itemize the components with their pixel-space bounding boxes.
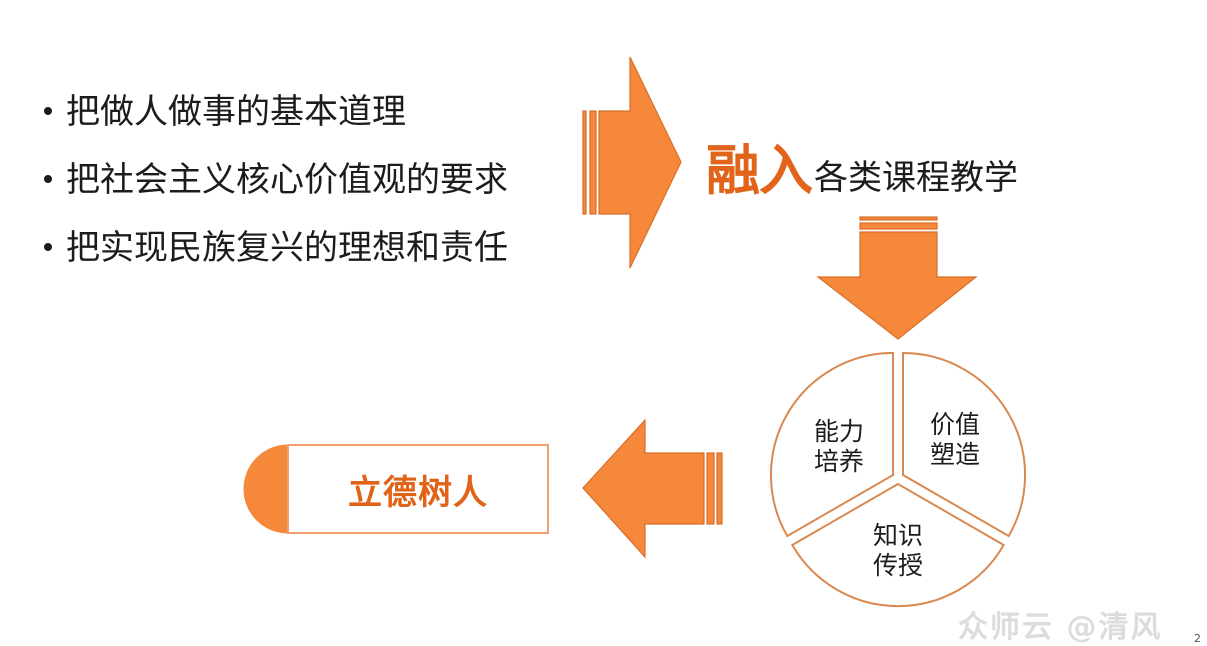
headline: 融入各类课程教学 — [706, 126, 1018, 205]
bullet-list: 把做人做事的基本道理 把社会主义核心价值观的要求 把实现民族复兴的理想和责任 — [44, 86, 508, 290]
goal-box-shape — [243, 444, 549, 534]
right-arrow-icon — [582, 56, 682, 269]
bullet-text: 把做人做事的基本道理 — [66, 92, 406, 132]
bullet-item: 把实现民族复兴的理想和责任 — [44, 222, 508, 290]
bullet-item: 把做人做事的基本道理 — [44, 86, 508, 154]
bullet-dot-icon — [44, 106, 52, 115]
pie-sector-knowledge — [790, 482, 1006, 608]
goal-label: 立德树人 — [348, 472, 488, 513]
pie-label-line: 知识 — [872, 521, 923, 550]
pie-label-line: 价值 — [929, 410, 980, 439]
pie-chart — [769, 351, 1027, 608]
bullet-text: 把社会主义核心价值观的要求 — [66, 160, 508, 200]
headline-emphasis: 融入 — [706, 139, 813, 202]
left-arrow-icon — [582, 418, 723, 559]
headline-rest: 各类课程教学 — [814, 158, 1018, 198]
bullet-text: 把实现民族复兴的理想和责任 — [66, 228, 508, 268]
pie-sector-ability — [769, 351, 894, 538]
pie-label-value: 价值 塑造 — [925, 410, 985, 470]
pie-sector-value — [902, 351, 1027, 538]
pie-label-line: 能力 — [813, 417, 864, 446]
bullet-dot-icon — [44, 242, 52, 251]
down-arrow-icon — [816, 216, 978, 340]
watermark: 众师云 @清风 — [958, 610, 1163, 645]
slide-number: 2 — [1194, 632, 1201, 645]
pie-label-line: 塑造 — [929, 440, 980, 469]
bullet-dot-icon — [44, 174, 52, 183]
pie-label-line: 培养 — [813, 447, 864, 476]
pie-label-knowledge: 知识 传授 — [868, 521, 928, 581]
bullet-item: 把社会主义核心价值观的要求 — [44, 154, 508, 222]
pie-label-ability: 能力 培养 — [809, 417, 869, 477]
pie-label-line: 传授 — [872, 551, 923, 580]
